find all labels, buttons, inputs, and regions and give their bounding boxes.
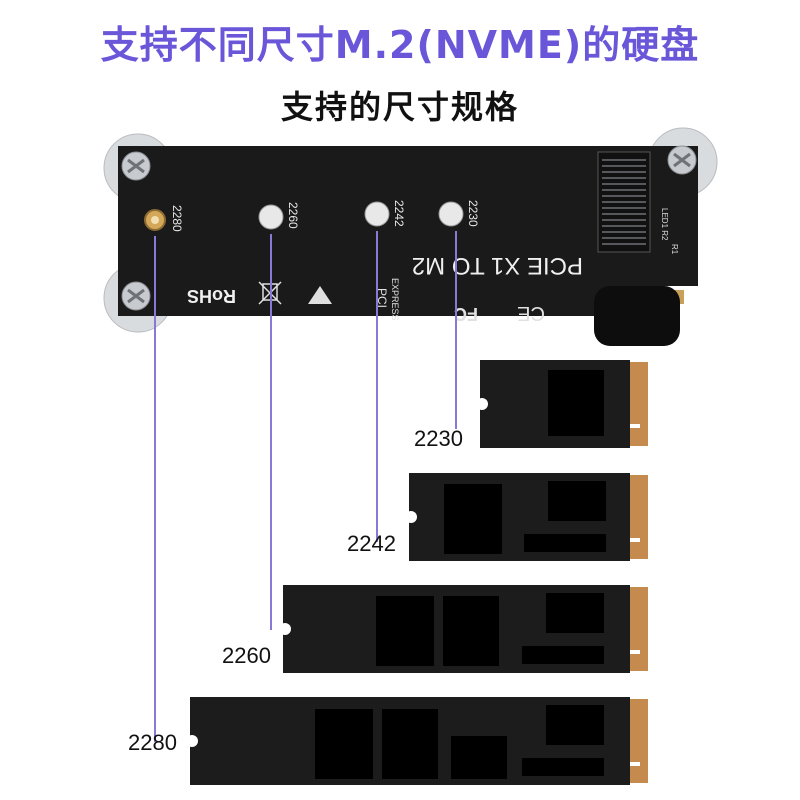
chip (382, 709, 438, 779)
mount-hole-2260 (258, 204, 284, 230)
gold-fingers (630, 362, 648, 446)
chip (443, 596, 499, 666)
m-key-notch (630, 762, 640, 766)
rohs-text: RoHS (187, 286, 236, 306)
leader-lines (154, 231, 457, 742)
pci-text: PCI (375, 288, 389, 308)
mount-hole-2230 (438, 201, 464, 227)
drive-2242 (405, 473, 648, 561)
chip (444, 484, 502, 554)
board-model-text: PCIE X1 TO M2 (412, 252, 583, 279)
mount-notch (476, 398, 488, 410)
drive-label-2260: 2260 (222, 643, 271, 668)
mount-hole-2242 (364, 201, 390, 227)
gold-fingers (630, 475, 648, 559)
chip (451, 736, 507, 779)
silk-label-2280: 2280 (170, 205, 184, 232)
pcb (118, 146, 660, 316)
m-key-notch (630, 650, 640, 654)
drive-label-2280: 2280 (128, 730, 177, 755)
drive-label-2242: 2242 (347, 531, 396, 556)
drive-2230 (476, 360, 648, 448)
fc-text: FC (454, 304, 478, 324)
cable (594, 286, 680, 346)
adapter-board: 2280 2260 2242 2230 PCIE X1 TO M2 RoHS E… (103, 127, 718, 346)
mount-notch (186, 735, 198, 747)
chip (548, 481, 606, 521)
drive-2280 (186, 697, 648, 785)
warning-icon (308, 286, 332, 304)
m-key-notch (630, 424, 640, 428)
chip (546, 705, 604, 745)
chip (376, 596, 434, 666)
drive-label-2230: 2230 (414, 426, 463, 451)
mount-notch (279, 623, 291, 635)
led-text: LED1 R2 (660, 208, 669, 241)
page-subtitle: 支持的尺寸规格 (280, 88, 519, 126)
chip (548, 370, 604, 436)
chip (522, 758, 604, 776)
screw (121, 281, 151, 311)
chip (524, 534, 606, 552)
screw (667, 145, 697, 175)
chip (546, 593, 604, 633)
mount-notch (405, 511, 417, 523)
gold-fingers (630, 587, 648, 671)
silk-label-2242: 2242 (392, 200, 406, 227)
chip (522, 646, 604, 664)
screw (121, 151, 151, 181)
chip (315, 709, 373, 779)
gold-fingers (630, 699, 648, 783)
ce-text: CE (517, 302, 545, 324)
drive-2260 (279, 585, 648, 673)
page-title: 支持不同尺寸M.2(NVME)的硬盘 (100, 23, 700, 67)
silk-label-2260: 2260 (286, 202, 300, 229)
silk-label-2230: 2230 (466, 200, 480, 227)
express-text: EXPRESS (390, 278, 400, 321)
r1-text: R1 (670, 244, 679, 255)
m-key-notch (630, 538, 640, 542)
